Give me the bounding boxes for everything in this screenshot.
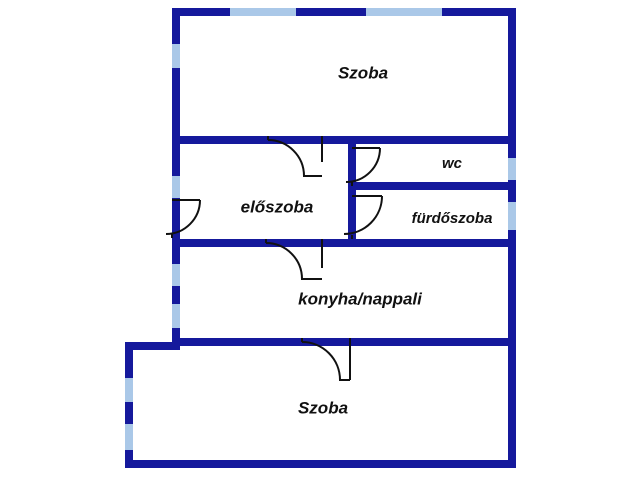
wall-outer-top <box>172 8 516 16</box>
wall-outer-left-lower <box>125 342 133 468</box>
room-label-furdoszoba: fürdőszoba <box>412 210 493 227</box>
window-left-konyha-1-overlay <box>172 264 180 286</box>
door-eloszoba-to-konyha <box>265 239 323 280</box>
door-eloszoba-to-furdoszoba-swing-arc <box>343 195 383 235</box>
wall-divider-konyha-szoba <box>180 338 516 346</box>
room-label-wc: wc <box>442 155 463 172</box>
wall-step-bottom-left <box>125 342 180 350</box>
window-left-szoba-overlay <box>172 44 180 68</box>
wall-divider-wc-furdo <box>352 182 516 190</box>
window-left-szoba-bottom-2-overlay <box>125 424 133 450</box>
door-eloszoba-to-furdoszoba-jamb <box>351 195 382 239</box>
window-top-2-overlay <box>366 8 442 16</box>
door-konyha-to-szoba-bottom <box>301 338 351 381</box>
door-eloszoba-to-furdoszoba <box>343 195 383 239</box>
window-left-eloszoba-overlay <box>172 176 180 198</box>
wall-outer-bottom <box>125 460 516 468</box>
door-eloszoba-to-wc-jamb <box>351 147 380 186</box>
door-eloszoba-to-wc <box>345 147 381 186</box>
wall-divider-szoba-eloszoba <box>172 136 516 144</box>
door-eloszoba-to-entry-left <box>165 199 201 238</box>
window-left-konyha-2-overlay <box>172 304 180 328</box>
wall-outer-right <box>508 8 516 468</box>
door-szoba-top-to-eloszoba <box>267 136 323 177</box>
window-left-szoba-bottom-1-overlay <box>125 378 133 402</box>
room-labels-layer: Szobaelőszobawcfürdőszobakonyha/nappaliS… <box>241 63 493 417</box>
wall-divider-eloszoba-konyha <box>172 239 516 247</box>
door-konyha-to-szoba-bottom-swing-arc <box>301 341 350 381</box>
wall-outer-left-upper <box>172 8 180 342</box>
doors-layer <box>165 136 383 381</box>
room-label-eloszoba: előszoba <box>241 197 314 216</box>
room-label-szoba-top: Szoba <box>338 63 388 82</box>
door-eloszoba-to-wc-swing-arc <box>345 147 381 183</box>
door-eloszoba-to-konyha-swing-arc <box>265 242 322 280</box>
door-szoba-top-to-eloszoba-swing-arc <box>267 139 322 177</box>
walls-layer <box>125 8 516 468</box>
wall-divider-eloszoba-right-upper <box>348 140 356 186</box>
window-right-wc-overlay <box>508 158 516 180</box>
wall-divider-eloszoba-right-lower <box>348 186 356 243</box>
window-right-furdoszoba-overlay <box>508 202 516 230</box>
door-eloszoba-to-entry-left-jamb <box>171 199 200 238</box>
window-top-1-overlay <box>230 8 296 16</box>
room-label-konyha-nappali: konyha/nappali <box>298 289 423 308</box>
room-label-szoba-bottom: Szoba <box>298 398 348 417</box>
door-eloszoba-to-entry-left-swing-arc <box>165 199 201 235</box>
